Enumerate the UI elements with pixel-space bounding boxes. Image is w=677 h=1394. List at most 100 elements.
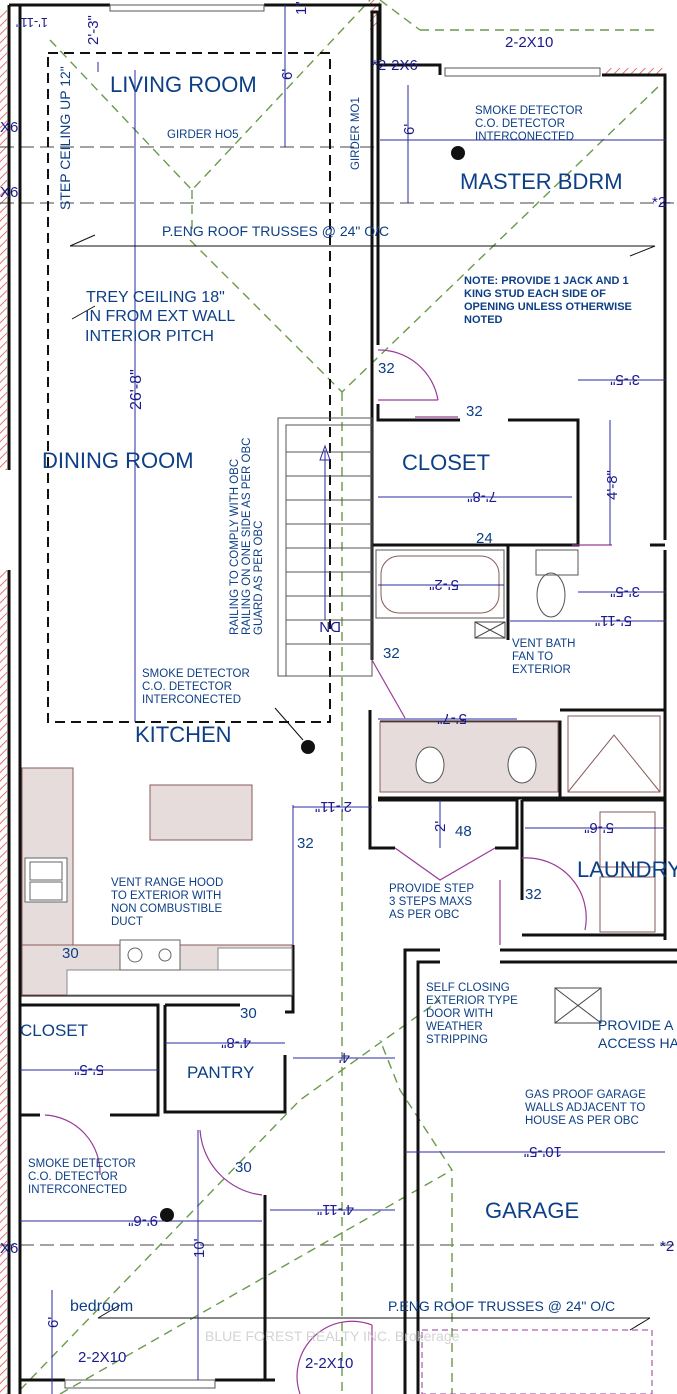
svg-text:VENT RANGE HOOD: VENT RANGE HOOD — [111, 877, 223, 889]
roof-lines — [19, 0, 661, 1394]
staircase — [277, 417, 373, 677]
beam-label: X6 — [0, 1240, 18, 1257]
dimension-label: 10' — [191, 1238, 208, 1258]
door-size-label: 48 — [455, 823, 472, 840]
svg-text:KING STUD EACH SIDE OF: KING STUD EACH SIDE OF — [464, 288, 606, 300]
door-size-label: 32 — [383, 645, 400, 662]
vanity — [379, 721, 559, 793]
room-label-garage: GARAGE — [485, 1198, 579, 1223]
door-size-label: 30 — [62, 945, 79, 962]
trey-ceiling-note: TREY CEILING 18" IN FROM EXT WALL INTERI… — [85, 289, 235, 345]
dimension-label: 5'-2" — [429, 576, 459, 593]
svg-text:3 STEPS MAXS: 3 STEPS MAXS — [389, 896, 472, 908]
svg-text:PROVIDE A: PROVIDE A — [598, 1017, 674, 1033]
dimension-label: 5'-5" — [74, 1061, 104, 1078]
stairs-down-label: DN — [319, 618, 341, 635]
room-label-bedroom: bedroom — [70, 1298, 133, 1315]
door-swings — [44, 349, 612, 1394]
dimension-label: 1" — [293, 1, 310, 15]
dimension-label: 3'-5" — [610, 583, 640, 600]
svg-text:SMOKE DETECTOR: SMOKE DETECTOR — [142, 668, 250, 680]
laundry-appliances — [599, 811, 656, 933]
dimension-label: 6' — [279, 69, 296, 80]
self-closing-door-note: SELF CLOSING EXTERIOR TYPE DOOR WITH WEA… — [426, 982, 518, 1046]
svg-text:IN FROM EXT WALL: IN FROM EXT WALL — [85, 308, 235, 325]
svg-text:RAILING TO COMPLY WITH OBC: RAILING TO COMPLY WITH OBC — [229, 459, 241, 635]
svg-text:INTERCONECTED: INTERCONECTED — [475, 131, 574, 143]
dimension-label: 2' — [432, 821, 449, 832]
vent-bath-note: VENT BATH FAN TO EXTERIOR — [512, 638, 575, 676]
railing-note: RAILING TO COMPLY WITH OBC RAILING ON ON… — [229, 438, 265, 635]
shower — [567, 715, 661, 793]
dimension-label: 1'-11" — [15, 15, 48, 30]
beam-label: 2-2X10 — [78, 1349, 126, 1366]
dimension-label: 5'-11" — [595, 612, 632, 629]
door-size-label: 30 — [235, 1159, 252, 1176]
beam-label: X6 — [0, 119, 18, 136]
door-size-label: 32 — [466, 403, 483, 420]
svg-text:AS PER OBC: AS PER OBC — [389, 909, 459, 921]
smoke-detector-note: SMOKE DETECTOR C.O. DETECTOR INTERCONECT… — [142, 668, 250, 706]
smoke-detector-note: SMOKE DETECTOR C.O. DETECTOR INTERCONECT… — [28, 1158, 136, 1196]
room-label-kitchen: KITCHEN — [135, 722, 232, 747]
room-label-pantry: PANTRY — [187, 1063, 254, 1082]
dimension-label: 5'-7" — [437, 710, 467, 727]
svg-text:FAN TO: FAN TO — [512, 651, 553, 663]
svg-text:NON COMBUSTIBLE: NON COMBUSTIBLE — [111, 903, 223, 915]
vent-fan — [474, 621, 506, 639]
svg-text:SMOKE DETECTOR: SMOKE DETECTOR — [475, 105, 583, 117]
provide-step-note: PROVIDE STEP 3 STEPS MAXS AS PER OBC — [389, 883, 474, 921]
room-label-dining-room: DINING ROOM — [42, 448, 194, 473]
dimension-label: 4'-8" — [604, 470, 621, 500]
smoke-detector-icon — [160, 1208, 174, 1222]
dimension-label: 4'-11" — [317, 1201, 354, 1218]
svg-text:OPENING UNLESS OTHERWISE: OPENING UNLESS OTHERWISE — [464, 301, 632, 313]
exterior-wall-hatch — [370, 0, 380, 30]
vent-range-note: VENT RANGE HOOD TO EXTERIOR WITH NON COM… — [111, 877, 223, 928]
exterior-wall-hatch — [0, 10, 7, 470]
beam-label: *2- — [652, 194, 671, 211]
trusses-note: P.ENG ROOF TRUSSES @ 24" O/C — [388, 1298, 615, 1314]
dimension-label: 5'-6" — [584, 819, 614, 836]
svg-text:GUARD AS PER OBC: GUARD AS PER OBC — [253, 521, 265, 635]
kitchen-counters — [21, 767, 293, 996]
svg-text:WALLS ADJACENT TO: WALLS ADJACENT TO — [525, 1102, 645, 1114]
step-ceiling-note: STEP CEILING UP 12" — [57, 66, 73, 210]
door-size-label: 32 — [378, 360, 395, 377]
attic-access-note: PROVIDE A ACCESS HA — [598, 1017, 677, 1051]
room-label-living-room: LIVING ROOM — [110, 72, 257, 97]
beam-label: 2-2X10 — [505, 34, 553, 51]
svg-text:SELF CLOSING: SELF CLOSING — [426, 982, 510, 994]
smoke-detector-icon — [451, 146, 465, 160]
beam-label: *2 — [660, 1238, 674, 1255]
svg-text:NOTE: PROVIDE 1 JACK AND 1: NOTE: PROVIDE 1 JACK AND 1 — [464, 275, 629, 287]
dimension-lines — [20, 5, 665, 1394]
svg-text:RAILING ON ONE SIDE AS PER OBC: RAILING ON ONE SIDE AS PER OBC — [241, 438, 253, 635]
door-size-label: 24 — [476, 530, 493, 547]
door-size-label: 32 — [525, 886, 542, 903]
svg-text:DOOR WITH: DOOR WITH — [426, 1008, 493, 1020]
svg-text:C.O. DETECTOR: C.O. DETECTOR — [28, 1171, 118, 1183]
door-size-label: 30 — [240, 1005, 257, 1022]
svg-text:C.O. DETECTOR: C.O. DETECTOR — [142, 681, 232, 693]
dimension-label: 7'-8" — [467, 488, 497, 505]
svg-text:STRIPPING: STRIPPING — [426, 1034, 488, 1046]
gas-proof-note: GAS PROOF GARAGE WALLS ADJACENT TO HOUSE… — [525, 1089, 646, 1127]
svg-text:TREY CEILING 18": TREY CEILING 18" — [86, 289, 225, 306]
svg-text:WEATHER: WEATHER — [426, 1021, 483, 1033]
jack-stud-note: NOTE: PROVIDE 1 JACK AND 1 KING STUD EAC… — [464, 275, 632, 326]
svg-text:TO EXTERIOR WITH: TO EXTERIOR WITH — [111, 890, 221, 902]
door-size-label: 32 — [297, 835, 314, 852]
svg-text:PROVIDE STEP: PROVIDE STEP — [389, 883, 474, 895]
beam-label: X6 — [0, 184, 18, 201]
trusses-note: P.ENG ROOF TRUSSES @ 24" O/C — [162, 223, 389, 239]
trey-ceiling-outline — [47, 52, 331, 723]
beam-label: 2-2X10 — [305, 1355, 353, 1372]
svg-text:GAS PROOF GARAGE: GAS PROOF GARAGE — [525, 1089, 646, 1101]
dimension-label: 3'-5" — [610, 371, 640, 388]
svg-text:DUCT: DUCT — [111, 916, 143, 928]
dimension-label: 26'-8" — [128, 369, 145, 410]
watermark: BLUE FOREST REALTY INC. Brokerage — [205, 1328, 460, 1344]
beam-label: *2-2X6 — [372, 57, 418, 74]
